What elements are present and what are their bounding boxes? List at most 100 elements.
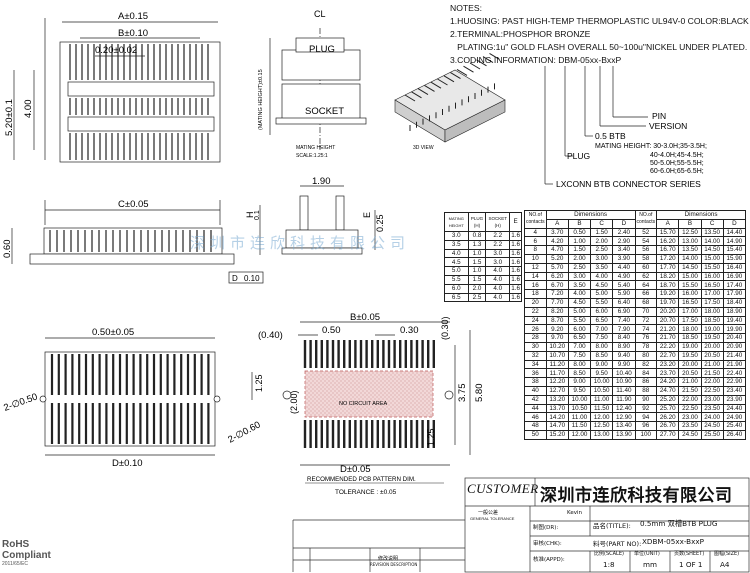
table-cell: 11.50 xyxy=(567,421,592,431)
table-cell: 17.40 xyxy=(722,280,747,291)
th-col-d-left: D xyxy=(612,218,636,229)
pin xyxy=(450,72,461,80)
table-cell: 24.00 xyxy=(700,412,724,423)
tb-rev-label: 修改说明 xyxy=(378,556,399,562)
bottom-view xyxy=(39,337,253,456)
table-cell: 15.70 xyxy=(656,227,680,238)
table-cell: 23.00 xyxy=(678,412,702,423)
table-cell: 34 xyxy=(524,359,547,370)
table-cell: 23.50 xyxy=(678,421,702,431)
table-cell: 18 xyxy=(524,289,547,299)
table-cell: 3.40 xyxy=(612,245,636,255)
table-cell: 15.20 xyxy=(545,429,569,440)
pcb-dim-030-right: (0.30) xyxy=(440,316,450,340)
coding-mating-height-1: 40-4.0H;45-4.5H; xyxy=(650,152,704,159)
table-cell: 11.40 xyxy=(612,385,636,396)
table-cell: 7.70 xyxy=(545,297,569,308)
table-cell: 52 xyxy=(634,227,658,238)
table-cell: 26.40 xyxy=(722,429,747,440)
table-cell: 10.40 xyxy=(612,368,636,379)
table-cell: 16.50 xyxy=(678,297,702,308)
table-cell: 32 xyxy=(524,350,547,361)
tb-company: 深圳市连欣科技有限公司 xyxy=(540,486,733,506)
tb-check-label: 审核(CHK): xyxy=(533,541,562,547)
pin xyxy=(456,68,468,76)
table-cell: 7.50 xyxy=(567,350,592,361)
table-cell: 12.50 xyxy=(678,227,702,238)
table-cell: 8 xyxy=(524,245,547,255)
bottom-dim-pitch: 0.50±0.05 xyxy=(92,327,134,338)
table-cell: 16.70 xyxy=(656,245,680,255)
pcb-pattern xyxy=(282,321,471,466)
table-cell: 28 xyxy=(524,333,547,343)
iso-view xyxy=(394,52,506,143)
mating-scale: SCALE:1.25:1 xyxy=(296,153,328,159)
table-cell: 6.50 xyxy=(590,315,614,326)
tb-unit-label: 单位(UNIT) xyxy=(634,551,660,557)
table-cell: 17.00 xyxy=(700,289,724,299)
table-cell: 21.00 xyxy=(678,377,702,387)
table-cell: 9.90 xyxy=(612,359,636,370)
table-cell: 12.00 xyxy=(590,412,614,423)
table-cell: 4.0 xyxy=(485,292,511,303)
pin xyxy=(417,88,429,96)
table-cell: 13.50 xyxy=(700,227,724,238)
table-cell: 24 xyxy=(524,315,547,326)
table-cell: 14.90 xyxy=(722,236,747,247)
table-cell: 12.40 xyxy=(612,403,636,414)
table-cell: 2.00 xyxy=(567,253,592,264)
table-cell: 4.90 xyxy=(612,271,636,282)
table-cell: 9.50 xyxy=(567,385,592,396)
table-cell: 8.90 xyxy=(612,341,636,352)
table-cell: 6.90 xyxy=(612,306,636,317)
table-cell: 22.20 xyxy=(656,341,680,352)
title-block-frame xyxy=(292,477,750,573)
table-cell: 4.70 xyxy=(545,245,569,255)
table-cell: 21.20 xyxy=(656,324,680,335)
table-cell: 1.6 xyxy=(509,239,522,250)
tb-sheet-label: 页数(SHEET) xyxy=(674,551,705,557)
table-cell: 6.00 xyxy=(590,306,614,317)
table-cell: 23.40 xyxy=(722,385,747,396)
table-cell: 4.0 xyxy=(485,283,511,294)
table-cell: 25.20 xyxy=(656,394,680,405)
table-cell: 4.0 xyxy=(485,266,511,276)
table-cell: 5.90 xyxy=(612,289,636,299)
table-cell: 12.00 xyxy=(567,429,592,440)
table-cell: 46 xyxy=(524,412,547,423)
table-cell: 8.00 xyxy=(567,359,592,370)
table-cell: 4.00 xyxy=(590,271,614,282)
table-cell: 2.2 xyxy=(485,231,511,241)
table-cell: 4.50 xyxy=(567,297,592,308)
rohs-line1: RoHS xyxy=(2,539,30,550)
table-cell: 25.50 xyxy=(700,429,724,440)
table-cell: 25.40 xyxy=(722,421,747,431)
pin xyxy=(482,56,494,64)
table-cell: 3.0 xyxy=(485,248,511,259)
table-cell: 18.50 xyxy=(678,333,702,343)
table-cell: 1.6 xyxy=(509,274,522,285)
table-cell: 4.0 xyxy=(485,274,511,285)
table-cell: 9.20 xyxy=(545,324,569,335)
table-cell: 92 xyxy=(634,403,658,414)
side-dim-d-tol: 0.10 xyxy=(244,274,260,283)
watermark: 深圳市连欣科技有限公司 xyxy=(190,234,411,252)
pcb-dim-b: B±0.05 xyxy=(350,312,380,323)
table-cell: 74 xyxy=(634,324,658,335)
table-cell: 19.00 xyxy=(700,324,724,335)
table-cell: 6 xyxy=(524,236,547,247)
table-cell: 20.90 xyxy=(722,341,747,352)
tb-title-label: 品名(TITLE): xyxy=(593,522,631,530)
pcb-caption: RECOMMENDED PCB PATTERN DIM. xyxy=(307,476,416,483)
table-cell: 22.00 xyxy=(700,377,724,387)
pcb-tolerance: TOLERANCE : ±0.05 xyxy=(335,489,397,496)
table-cell: 13.00 xyxy=(590,429,614,440)
